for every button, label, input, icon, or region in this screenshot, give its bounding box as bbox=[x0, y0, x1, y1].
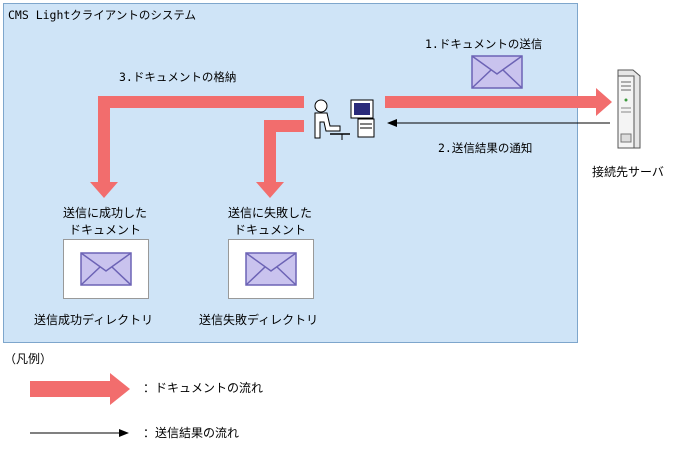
store-success-arrow bbox=[90, 96, 304, 198]
envelope-icon bbox=[471, 55, 523, 89]
server-tower-icon bbox=[617, 69, 641, 149]
step-2-notify-label: 2.送信結果の通知 bbox=[438, 141, 533, 155]
envelope-icon bbox=[245, 252, 297, 286]
legend-doc-flow-label: ：ドキュメントの流れ bbox=[143, 381, 264, 395]
legend-doc-flow-arrow bbox=[30, 373, 130, 405]
store-failure-arrow bbox=[256, 120, 304, 198]
system-title: CMS Lightクライアントのシステム bbox=[8, 8, 197, 22]
send-document-arrow bbox=[385, 88, 612, 116]
success-doc-caption-line2: ドキュメント bbox=[68, 223, 141, 237]
client-user-pc-icon bbox=[314, 99, 375, 140]
success-doc-caption-line1: 送信に成功した bbox=[62, 206, 147, 220]
legend-result-flow-label: ：送信結果の流れ bbox=[143, 426, 240, 440]
server-label: 接続先サーバ bbox=[592, 165, 664, 179]
legend-title: （凡例） bbox=[4, 352, 53, 366]
failure-doc-caption-line1: 送信に失敗した bbox=[227, 206, 312, 220]
failure-directory-label: 送信失敗ディレクトリ bbox=[199, 313, 319, 327]
failure-doc-caption-line2: ドキュメント bbox=[233, 223, 306, 237]
envelope-icon bbox=[80, 252, 132, 286]
step-3-store-label: 3.ドキュメントの格納 bbox=[119, 70, 237, 84]
success-directory-label: 送信成功ディレクトリ bbox=[34, 313, 154, 327]
step-1-send-label: 1.ドキュメントの送信 bbox=[425, 37, 543, 51]
